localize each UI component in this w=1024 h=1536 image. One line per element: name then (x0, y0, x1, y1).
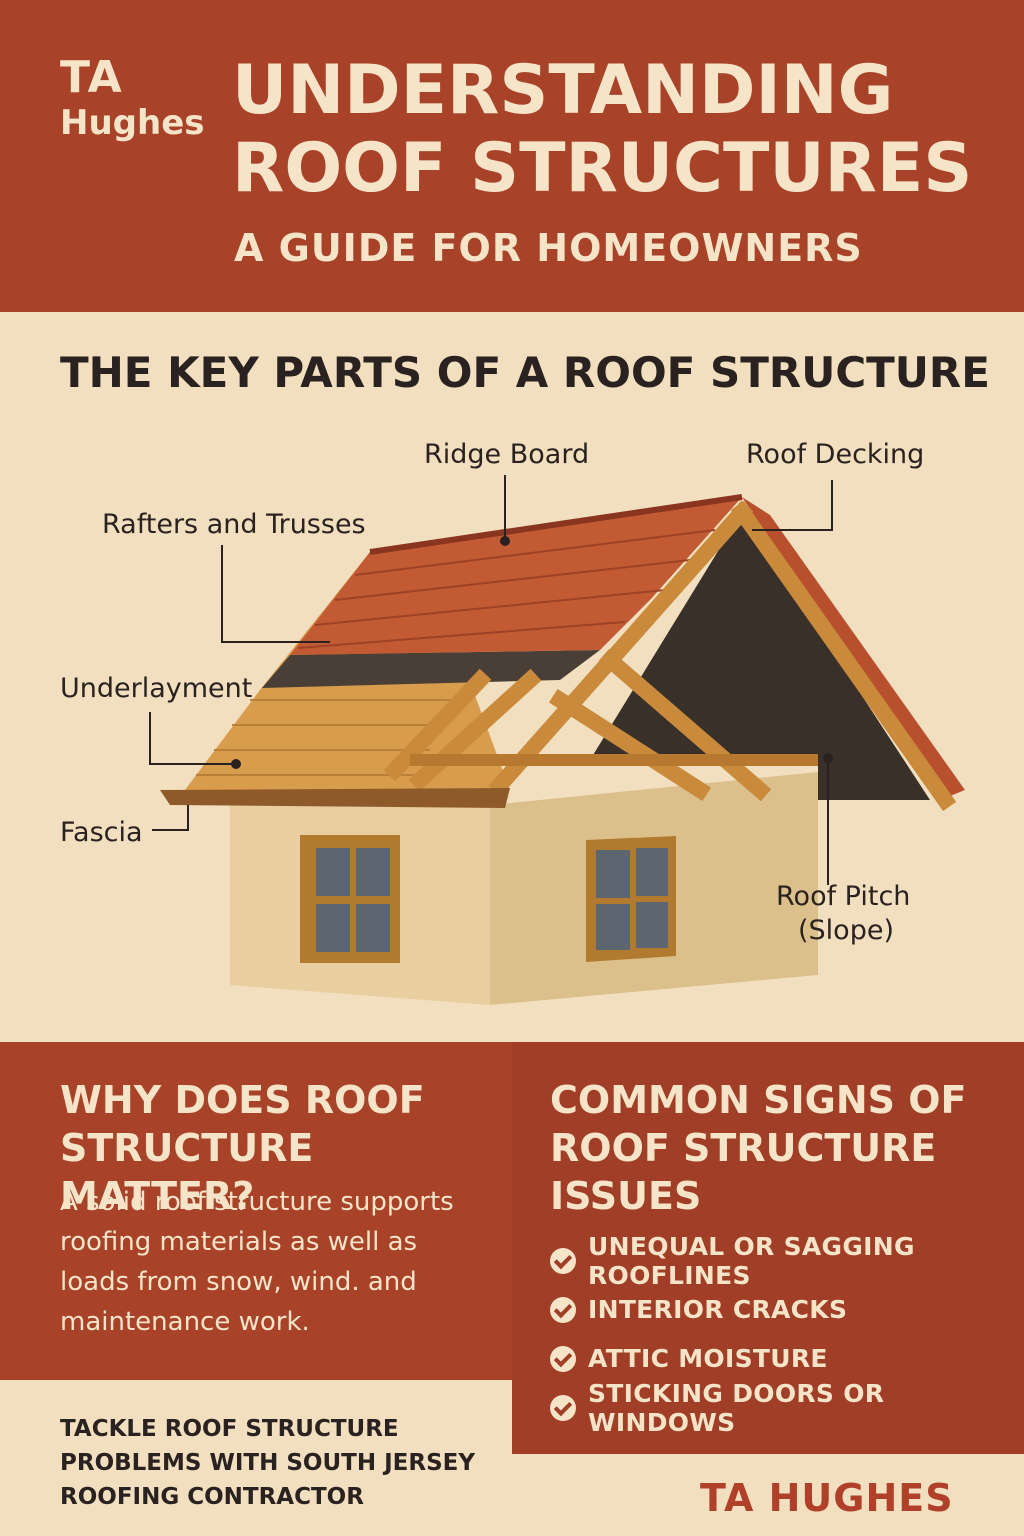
signs-list: UNEQUAL OR SAGGING ROOFLINES INTERIOR CR… (550, 1232, 1024, 1437)
logo: TA Hughes (60, 52, 205, 143)
roof-structure-illustration (160, 494, 965, 1005)
check-circle-icon (550, 1394, 576, 1421)
list-item: UNEQUAL OR SAGGING ROOFLINES (550, 1232, 1024, 1290)
attic-interior (590, 512, 930, 800)
label-roof-pitch-slope: (Slope) (798, 915, 894, 946)
list-item: INTERIOR CRACKS (550, 1285, 1024, 1334)
diagram-title: THE KEY PARTS OF A ROOF STRUCTURE (60, 348, 990, 397)
ridge-line (369, 494, 743, 555)
label-ridge-board: Ridge Board (424, 439, 590, 470)
sign-text: INTERIOR CRACKS (588, 1295, 848, 1324)
check-circle-icon (550, 1247, 576, 1274)
logo-line-2: Hughes (60, 103, 205, 143)
left-window (300, 835, 400, 963)
signs-heading: COMMON SIGNS OF ROOF STRUCTURE ISSUES (550, 1078, 967, 1218)
list-item: STICKING DOORS OR WINDOWS (550, 1379, 1024, 1437)
sign-text: STICKING DOORS OR WINDOWS (588, 1378, 885, 1437)
signs-panel: COMMON SIGNS OF ROOF STRUCTURE ISSUES UN… (512, 1042, 1024, 1454)
label-fascia: Fascia (60, 817, 143, 848)
right-window (586, 836, 676, 962)
label-rafters-trusses: Rafters and Trusses (102, 509, 366, 540)
check-circle-icon (550, 1345, 576, 1372)
page-title: UNDERSTANDING ROOF STRUCTURES (232, 51, 973, 208)
check-circle-icon (550, 1296, 576, 1323)
label-roof-decking: Roof Decking (746, 439, 925, 470)
why-heading: WHY DOES ROOF STRUCTURE MATTER? (60, 1078, 425, 1218)
call-to-action: TACKLE ROOF STRUCTURE PROBLEMS WITH SOUT… (60, 1416, 475, 1510)
fascia-board (160, 788, 510, 808)
sign-text: ATTIC MOISTURE (588, 1344, 828, 1373)
label-underlayment: Underlayment (60, 673, 253, 704)
page-subtitle: A GUIDE FOR HOMEOWNERS (234, 226, 863, 270)
right-roof-edge (742, 497, 965, 800)
header-banner: TA Hughes UNDERSTANDING ROOF STRUCTURES … (0, 0, 1024, 312)
sign-text: UNEQUAL OR SAGGING ROOFLINES (588, 1231, 915, 1290)
brand-name: TA HUGHES (700, 1476, 954, 1520)
why-panel: WHY DOES ROOF STRUCTURE MATTER? A solid … (0, 1042, 512, 1380)
underlayment-layer (262, 650, 600, 688)
label-roof-pitch: Roof Pitch (776, 881, 911, 912)
logo-line-1: TA (60, 52, 123, 103)
list-item: ATTIC MOISTURE (550, 1334, 1024, 1383)
why-body: A solid roof structure supports roofing … (60, 1187, 454, 1337)
